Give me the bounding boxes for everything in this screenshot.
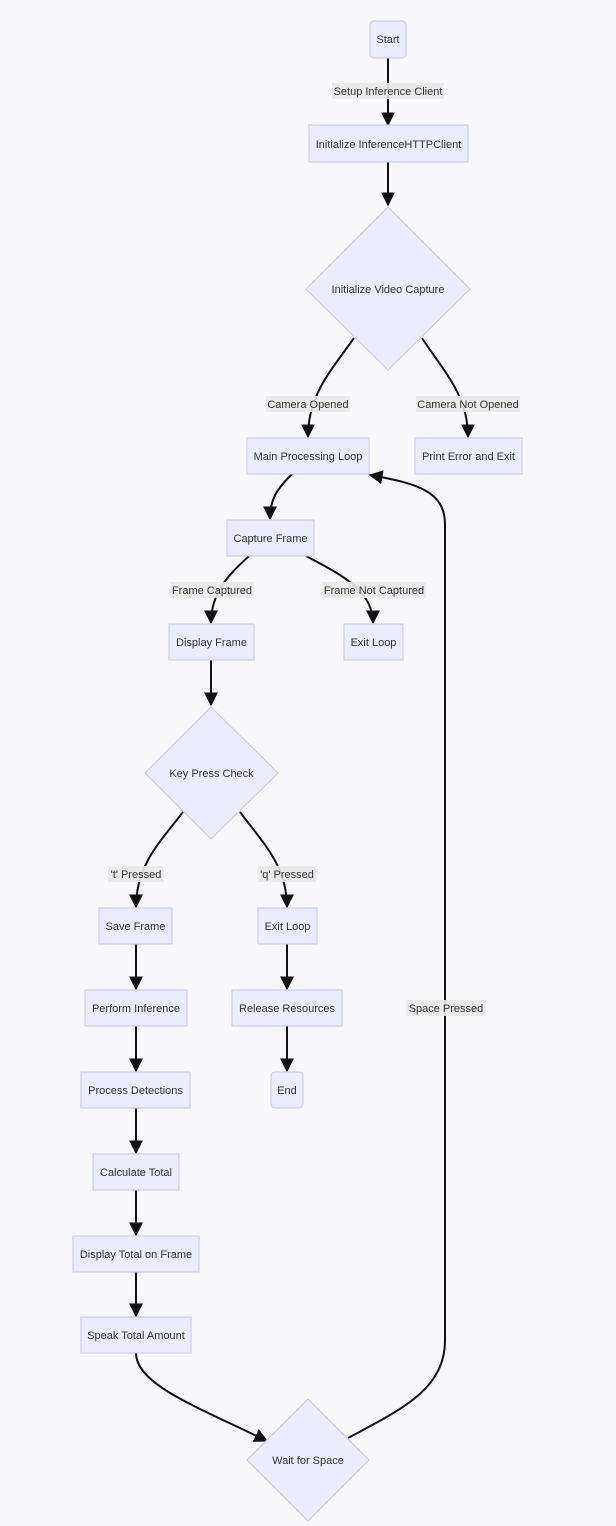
node-exit-loop-2: Exit Loop xyxy=(257,907,318,945)
svg-text:Main Processing Loop: Main Processing Loop xyxy=(254,451,363,463)
node-end: End xyxy=(270,1071,304,1109)
node-main-loop: Main Processing Loop xyxy=(246,437,370,475)
node-save-frame: Save Frame xyxy=(98,907,173,945)
svg-text:Capture Frame: Capture Frame xyxy=(234,533,308,545)
svg-text:Display Total on Frame: Display Total on Frame xyxy=(80,1249,192,1261)
svg-text:'q' Pressed: 'q' Pressed xyxy=(260,869,314,881)
svg-text:'t' Pressed: 't' Pressed xyxy=(111,869,162,881)
node-process-detections: Process Detections xyxy=(80,1071,191,1109)
edge-label-camera-not-opened: Camera Not Opened xyxy=(416,396,520,412)
node-perform-inference: Perform Inference xyxy=(84,989,188,1027)
svg-text:Process Detections: Process Detections xyxy=(88,1085,183,1097)
node-print-error: Print Error and Exit xyxy=(414,437,523,475)
edge-label-t-pressed: 't' Pressed xyxy=(108,866,164,882)
node-calculate-total: Calculate Total xyxy=(92,1153,180,1191)
edge-video-to-print-error xyxy=(421,337,475,439)
svg-text:Save Frame: Save Frame xyxy=(106,921,166,933)
edge-label-setup-client: Setup Inference Client xyxy=(332,83,444,99)
edge-label-q-pressed: 'q' Pressed xyxy=(258,866,316,882)
svg-text:End: End xyxy=(277,1085,297,1097)
svg-text:Speak Total Amount: Speak Total Amount xyxy=(87,1330,185,1342)
svg-text:Start: Start xyxy=(376,34,399,46)
svg-text:Exit Loop: Exit Loop xyxy=(351,637,397,649)
nodes: Start Initialize InferenceHTTPClient Ini… xyxy=(72,20,523,1522)
node-release-resources: Release Resources xyxy=(231,989,343,1027)
edge-wait-to-main-loop xyxy=(347,470,446,1439)
svg-text:Camera Not Opened: Camera Not Opened xyxy=(417,399,519,411)
svg-text:Exit Loop: Exit Loop xyxy=(265,921,311,933)
node-display-frame: Display Frame xyxy=(168,623,255,661)
edge-video-to-main-loop xyxy=(301,337,355,439)
svg-text:Print Error and Exit: Print Error and Exit xyxy=(422,451,515,463)
svg-text:Frame Not Captured: Frame Not Captured xyxy=(324,585,424,597)
svg-text:Frame Captured: Frame Captured xyxy=(172,585,252,597)
svg-text:Initialize InferenceHTTPClient: Initialize InferenceHTTPClient xyxy=(316,139,462,151)
node-exit-loop-1: Exit Loop xyxy=(343,623,404,661)
edge-key-check-to-save xyxy=(129,811,184,909)
node-capture-frame: Capture Frame xyxy=(226,519,315,557)
edge-label-frame-not-captured: Frame Not Captured xyxy=(322,582,426,598)
svg-text:Initialize Video Capture: Initialize Video Capture xyxy=(332,284,445,296)
edge-main-loop-to-capture xyxy=(263,473,293,521)
node-init-video-decision: Initialize Video Capture xyxy=(305,206,471,371)
svg-text:Camera Opened: Camera Opened xyxy=(267,399,348,411)
edge-label-frame-captured: Frame Captured xyxy=(170,582,254,598)
node-start: Start xyxy=(369,20,407,59)
svg-text:Wait for Space: Wait for Space xyxy=(272,1455,344,1467)
svg-text:Calculate Total: Calculate Total xyxy=(100,1167,172,1179)
svg-text:Display Frame: Display Frame xyxy=(176,637,247,649)
svg-text:Space Pressed: Space Pressed xyxy=(409,1003,484,1015)
svg-text:Setup Inference Client: Setup Inference Client xyxy=(334,86,443,98)
edge-labels: Setup Inference Client Camera Opened Cam… xyxy=(108,83,520,1016)
svg-text:Perform Inference: Perform Inference xyxy=(92,1003,180,1015)
svg-text:Key Press Check: Key Press Check xyxy=(169,768,254,780)
node-wait-space-decision: Wait for Space xyxy=(246,1398,370,1522)
edge-speak-to-wait xyxy=(135,1352,269,1442)
edge-key-check-to-exit-loop-2 xyxy=(239,811,294,909)
node-display-total: Display Total on Frame xyxy=(72,1235,200,1273)
edge-label-space-pressed: Space Pressed xyxy=(406,1000,486,1016)
edge-label-camera-opened: Camera Opened xyxy=(266,396,350,412)
svg-text:Release Resources: Release Resources xyxy=(239,1003,335,1015)
node-speak-total: Speak Total Amount xyxy=(80,1316,192,1354)
node-init-client: Initialize InferenceHTTPClient xyxy=(308,124,469,163)
node-key-check-decision: Key Press Check xyxy=(144,706,279,840)
